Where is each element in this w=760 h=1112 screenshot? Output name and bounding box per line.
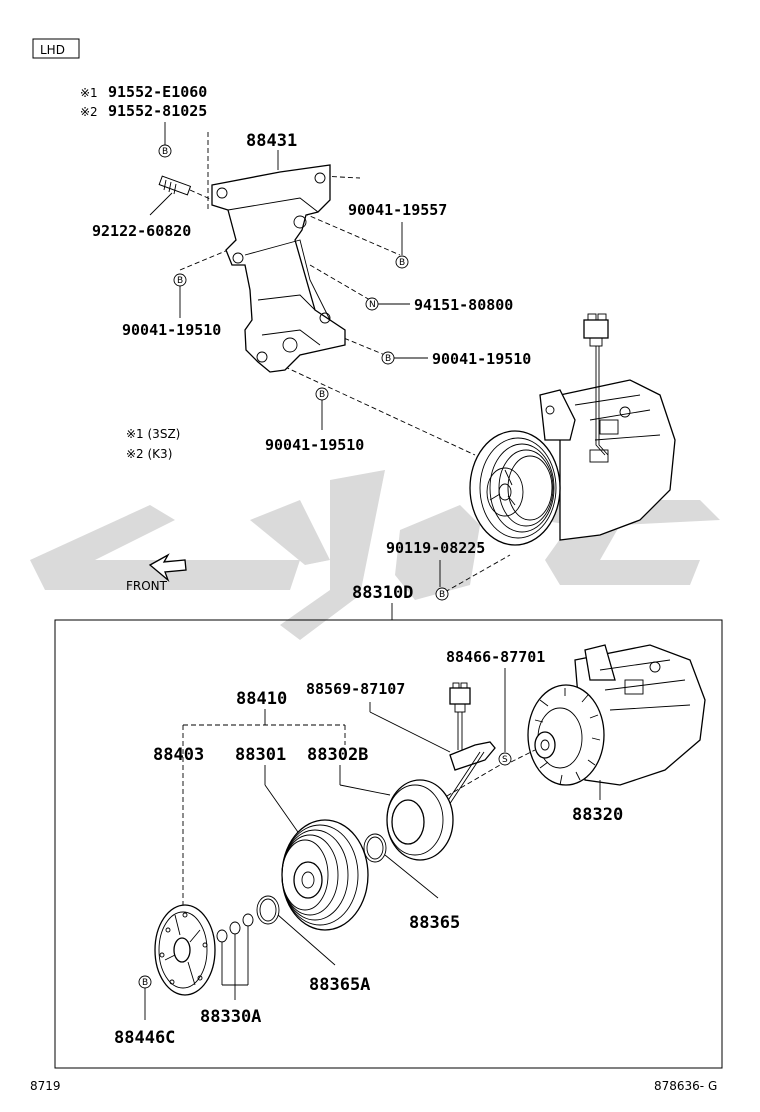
lhd-badge-box [32, 38, 80, 59]
s-callout-letter: S [502, 755, 508, 765]
front-arrow-icon [148, 553, 187, 583]
label-88302B: 88302B [307, 745, 368, 765]
label-90041-19557: 90041-19557 [348, 201, 447, 219]
label-88320: 88320 [572, 805, 623, 825]
note2-mark: ※2 [80, 105, 98, 119]
field-coil-88302B [386, 779, 454, 861]
snap-ring-88365A [256, 895, 280, 925]
label-88365: 88365 [409, 913, 460, 933]
bolt-callout-b2: B [395, 255, 409, 269]
note1-part: 91552-E1060 [108, 83, 207, 101]
label-88446C: 88446C [114, 1028, 175, 1048]
bolt-callout-b7: B [138, 975, 152, 989]
clutch-hub-88403 [154, 904, 216, 996]
label-88403: 88403 [153, 745, 204, 765]
bolt-callout-b5-letter: B [319, 390, 325, 400]
pulley-88301 [281, 819, 369, 931]
label-88431: 88431 [246, 131, 297, 151]
bolt-callout-b5: B [315, 387, 329, 401]
lhd-badge: LHD [40, 43, 65, 57]
stud-bolt [158, 175, 192, 196]
label-88466-87701: 88466-87701 [446, 648, 545, 666]
nut-callout-n-letter: N [369, 300, 376, 310]
connector-top [583, 313, 609, 463]
bolt-callout-b3: B [173, 273, 187, 287]
bolt-callout-b1: B [158, 144, 172, 158]
legend-3sz: ※1 (3SZ) [126, 427, 180, 441]
compressor-88320 [527, 644, 706, 786]
label-90041-19510-left: 90041-19510 [122, 321, 221, 339]
bolt-callout-b7-letter: B [142, 978, 148, 988]
legend-k3: ※2 (K3) [126, 447, 172, 461]
bracket-88431 [211, 164, 346, 373]
label-94151-80800: 94151-80800 [414, 296, 513, 314]
label-88410: 88410 [236, 689, 287, 709]
bolt-callout-b3-letter: B [177, 276, 183, 286]
footer-left: 8719 [30, 1079, 61, 1093]
bolt-callout-b6-letter: B [439, 590, 445, 600]
bolt-callout-b4: B [381, 351, 395, 365]
label-88569-87107: 88569-87107 [306, 680, 405, 698]
label-90119-08225: 90119-08225 [386, 539, 485, 557]
note2-part: 91552-81025 [108, 102, 207, 120]
bolt-callout-b4-letter: B [385, 354, 391, 364]
s-callout: S [498, 752, 512, 766]
label-90041-19510-lower: 90041-19510 [265, 436, 364, 454]
bolt-callout-b1-letter: B [162, 147, 168, 157]
compressor-assembly-top [469, 379, 676, 546]
connector-88569 [444, 682, 496, 806]
label-92122-60820: 92122-60820 [92, 222, 191, 240]
front-label: FRONT [126, 579, 168, 593]
footer-right: 878636- G [654, 1079, 717, 1093]
assembly-box-88310D [54, 619, 723, 1069]
label-88330A: 88330A [200, 1007, 261, 1027]
note1-mark: ※1 [80, 86, 98, 100]
label-90041-19510-right: 90041-19510 [432, 350, 531, 368]
watermark-logo [30, 470, 720, 640]
label-88365A: 88365A [309, 975, 370, 995]
bolt-callout-b2-letter: B [399, 258, 405, 268]
snap-ring-88365 [363, 833, 387, 863]
bolt-callout-b6: B [435, 587, 449, 601]
label-88310D: 88310D [352, 583, 413, 603]
nut-callout-n: N [365, 297, 379, 311]
label-88301: 88301 [235, 745, 286, 765]
